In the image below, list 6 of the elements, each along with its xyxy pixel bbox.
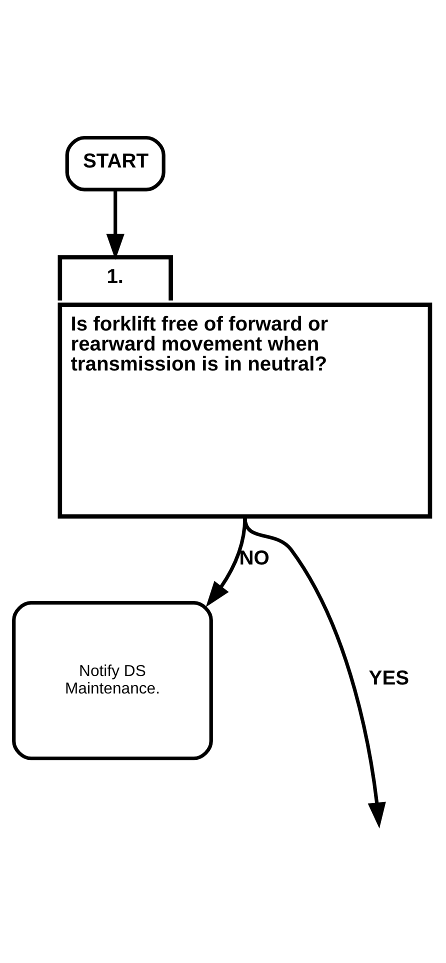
node-box: START <box>65 136 166 192</box>
edge-label: NO <box>239 547 270 570</box>
edge-label: YES <box>368 668 410 690</box>
arrow <box>106 190 124 260</box>
arrow <box>206 518 247 608</box>
node-box: Notify DS Maintenance. <box>12 601 213 760</box>
